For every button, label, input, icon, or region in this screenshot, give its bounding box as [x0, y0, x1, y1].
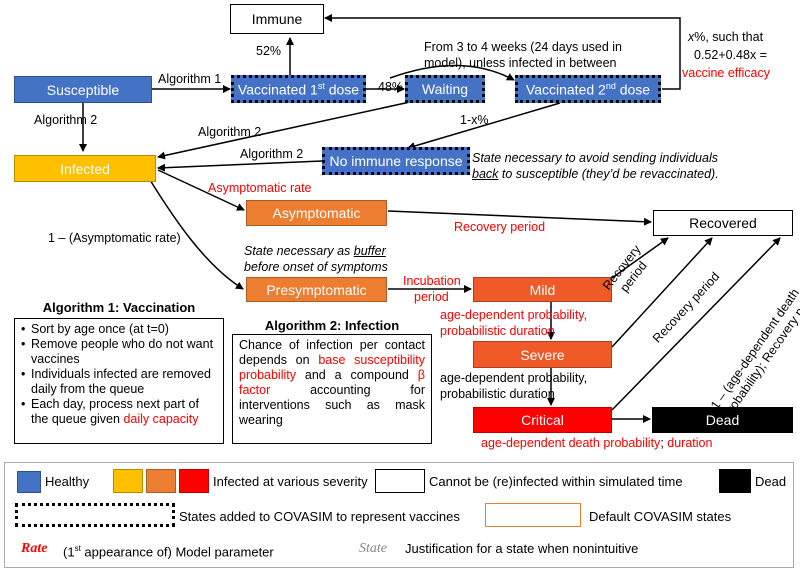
legend-state-desc: Justification for a state when nonintuit… — [405, 541, 639, 556]
node-vaccinated-1st-label: Vaccinated 1st dose — [237, 80, 360, 98]
arrow-critical-to-recovered — [611, 237, 781, 411]
node-susceptible: Susceptible — [14, 76, 152, 103]
algorithm-2-title: Algorithm 2: Infection — [264, 318, 400, 333]
label-death-probability: age-dependent death probability; duratio… — [481, 436, 713, 450]
label-vaccine-efficacy: vaccine efficacy — [682, 66, 771, 80]
legend-swatch-vaccine-states — [15, 503, 175, 527]
legend-rate-word: Rate — [21, 541, 48, 556]
node-critical: Critical — [473, 407, 612, 433]
label-buffer-note-2: before onset of symptoms — [244, 260, 388, 274]
node-no-immune-label: No immune response — [329, 153, 463, 169]
node-mild-label: Mild — [529, 281, 556, 298]
node-infected: Infected — [14, 155, 156, 182]
arrow-vacc2-to-immune — [324, 14, 681, 90]
node-dead: Dead — [652, 407, 793, 433]
legend-swatch-yellow — [113, 469, 143, 493]
arrow-mild-to-recovered — [611, 237, 669, 279]
legend-swatch-healthy — [17, 471, 41, 493]
node-vaccinated-2nd-label: Vaccinated 2nd dose — [525, 80, 651, 98]
node-susceptible-label: Susceptible — [46, 81, 120, 98]
node-waiting-label: Waiting — [421, 81, 469, 97]
legend-swatch-dead — [719, 469, 751, 493]
arrow-waiting-to-vacc2 — [389, 64, 515, 81]
legend-box: Healthy Infected at various severity Can… — [4, 462, 794, 568]
node-presymptomatic: Presymptomatic — [246, 277, 387, 302]
arrow-infected-to-asymptomatic — [157, 169, 245, 211]
label-52-percent: 52% — [256, 44, 282, 58]
label-agedep-black-2: probabilistic duration — [440, 387, 555, 401]
label-recovery-period: Recovery period — [454, 220, 546, 234]
legend-vaccine-states: States added to COVASIM to represent vac… — [179, 509, 460, 524]
label-x-percent-line-1: x%, such that — [688, 30, 764, 44]
label-asymptomatic-rate: Asymptomatic rate — [208, 181, 312, 195]
label-weeks-line-1: From 3 to 4 weeks (24 days used in — [424, 40, 623, 54]
arrow-asym-to-recovered — [387, 210, 652, 226]
node-asymptomatic-label: Asymptomatic — [272, 205, 361, 221]
node-presymptomatic-label: Presymptomatic — [266, 281, 367, 298]
node-immune: Immune — [230, 4, 324, 34]
arrow-severe-to-recovered — [611, 237, 713, 348]
label-algorithm-2-mid: Algorithm 2 — [198, 125, 262, 139]
legend-cannot-reinfect: Cannot be (re)infected within simulated … — [429, 474, 683, 489]
node-vaccinated-2nd-dose: Vaccinated 2nd dose — [515, 75, 661, 103]
arrow-waiting-to-infected — [157, 101, 411, 160]
legend-default-states: Default COVASIM states — [589, 509, 732, 524]
label-agedep-black-1: age-dependent probability, — [440, 371, 588, 385]
node-infected-label: Infected — [60, 160, 110, 177]
label-state-note-2: back to susceptible (they’d be revaccina… — [472, 167, 719, 181]
label-algorithm-1: Algorithm 1 — [158, 72, 222, 86]
label-agedep-red-1: age-dependent probability, — [440, 308, 588, 322]
list-item: Remove people who do not want vaccines — [21, 337, 217, 367]
legend-swatch-default-states — [485, 503, 581, 527]
label-algorithm-2-noimmune: Algorithm 2 — [240, 147, 304, 161]
node-mild: Mild — [473, 277, 612, 302]
algorithm-1-title: Algorithm 1: Vaccination — [42, 300, 196, 315]
label-x-percent-line-2: 0.52+0.48x = — [694, 48, 767, 62]
node-waiting: Waiting — [405, 75, 485, 103]
label-incubation-1: Incubation — [403, 274, 461, 288]
node-severe-label: Severe — [520, 346, 565, 363]
algorithm-1-list: Sort by age once (at t=0) Remove people … — [21, 322, 217, 427]
legend-infected: Infected at various severity — [213, 474, 368, 489]
label-state-note-1: State necessary to avoid sending individ… — [472, 151, 718, 165]
label-algorithm-2-left: Algorithm 2 — [34, 113, 98, 127]
node-severe: Severe — [473, 341, 612, 368]
legend-dead: Dead — [755, 474, 787, 489]
list-item: Individuals infected are removed daily f… — [21, 367, 217, 397]
legend-healthy: Healthy — [45, 474, 90, 489]
node-no-immune-response: No immune response — [322, 147, 470, 175]
legend-swatch-orange — [146, 469, 176, 493]
arrow-vacc2-to-noimmune — [407, 102, 561, 150]
legend-rate-desc: (1st appearance of) Model parameter — [63, 544, 274, 560]
node-recovered-label: Recovered — [689, 215, 757, 231]
algorithm-1-box: Algorithm 1: Vaccination Sort by age onc… — [14, 300, 224, 444]
label-weeks-line-2: model), unless infected in between — [424, 56, 617, 70]
label-agedep-red-2: probabilistic duration — [440, 324, 555, 338]
node-immune-label: Immune — [251, 11, 303, 27]
list-item: Sort by age once (at t=0) — [21, 322, 217, 337]
arrow-infected-to-presymptomatic — [149, 179, 244, 290]
label-48-percent: 48% — [378, 80, 404, 94]
node-dead-label: Dead — [705, 412, 740, 428]
legend-state-word: State — [359, 541, 387, 556]
algorithm-2-box: Algorithm 2: Infection Chance of infecti… — [232, 318, 432, 444]
label-one-minus-asym-rate: 1 – (Asymptomatic rate) — [48, 231, 181, 245]
node-recovered: Recovered — [653, 210, 793, 236]
list-item: Each day, process next part of the queue… — [21, 397, 217, 427]
legend-swatch-cannot — [375, 469, 425, 493]
arrow-noimmune-to-infected — [157, 160, 323, 172]
node-vaccinated-1st-dose: Vaccinated 1st dose — [231, 75, 366, 103]
legend-swatch-red — [179, 469, 209, 493]
node-critical-label: Critical — [521, 412, 564, 428]
label-buffer-note-1: State necessary as buffer — [244, 244, 386, 258]
label-incubation-2: period — [414, 290, 449, 304]
label-one-minus-x: 1-x% — [460, 113, 489, 127]
node-asymptomatic: Asymptomatic — [246, 200, 387, 226]
